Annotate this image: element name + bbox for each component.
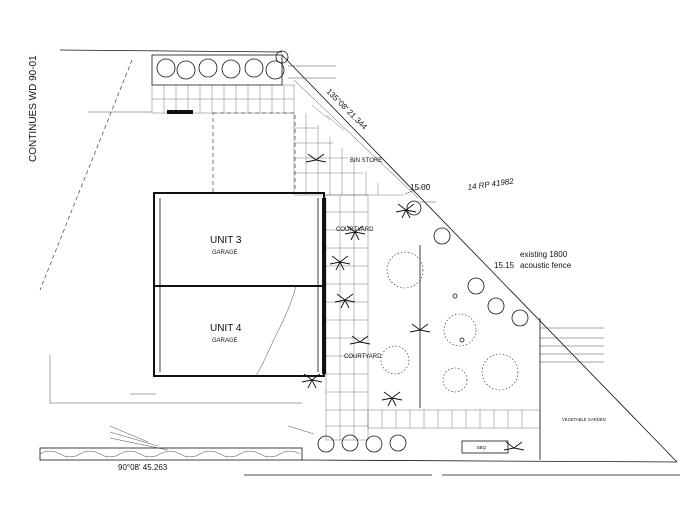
top-trees — [156, 58, 285, 80]
vegetable-garden-label: VEGETABLE GARDEN — [562, 417, 606, 422]
dimension-15-00: 15.00 — [410, 183, 431, 192]
diagonal-lot-boundary — [281, 54, 678, 463]
top-leader-lines — [288, 65, 436, 203]
unit-4-path-curve — [255, 285, 297, 377]
bbq-box — [461, 440, 509, 454]
hedge-wave — [39, 450, 301, 458]
bottom-paver-row — [367, 409, 541, 429]
dimension-15-15: 15.15 — [494, 261, 515, 270]
units-building — [153, 192, 326, 377]
lot-reference-label: 14 RP 41982 — [467, 177, 515, 192]
bearing-bottom-label: 90°08' 45.263 — [118, 463, 168, 472]
corner-tree — [275, 50, 289, 64]
bottom-left-leader-lines — [109, 425, 315, 451]
drain-grate — [167, 110, 193, 114]
unit-4-name: UNIT 4 — [210, 323, 242, 334]
bottom-lot-boundary — [301, 459, 678, 463]
bottom-hedge-strip — [39, 447, 303, 461]
bin-store-pavers — [293, 104, 404, 196]
bin-store-label: BIN STORE — [350, 158, 382, 164]
top-paver-row — [151, 84, 295, 114]
top-boundary-line — [59, 49, 283, 53]
acoustic-fence-label: acoustic fence — [520, 261, 572, 270]
dashed-envelope — [212, 112, 296, 194]
diagonal-trees — [406, 200, 529, 327]
unit-3-name: UNIT 3 — [210, 235, 242, 246]
bearing-top-label: 135°08' 21.344 — [325, 87, 370, 132]
unit-4-room: GARAGE — [212, 338, 238, 344]
right-leader-lines — [540, 327, 604, 363]
garden-shrubs — [380, 251, 519, 393]
bottom-trees — [317, 434, 407, 453]
bbq-label: BBQ — [477, 445, 487, 450]
dimension-leader — [404, 183, 431, 195]
sheet-continuation-note: CONTINUES WD 90-01 — [28, 55, 39, 162]
existing-fence-label: existing 1800 — [520, 250, 568, 259]
palm-shrubs — [301, 153, 525, 451]
unit-3-room: GARAGE — [212, 250, 238, 256]
bin-path-edge — [293, 79, 419, 199]
boundary-dashed-diagonal — [39, 59, 133, 291]
courtyard-bottom-label: COURTYARD — [344, 354, 382, 360]
courtyard-top-label: COURTYARD — [336, 227, 374, 233]
